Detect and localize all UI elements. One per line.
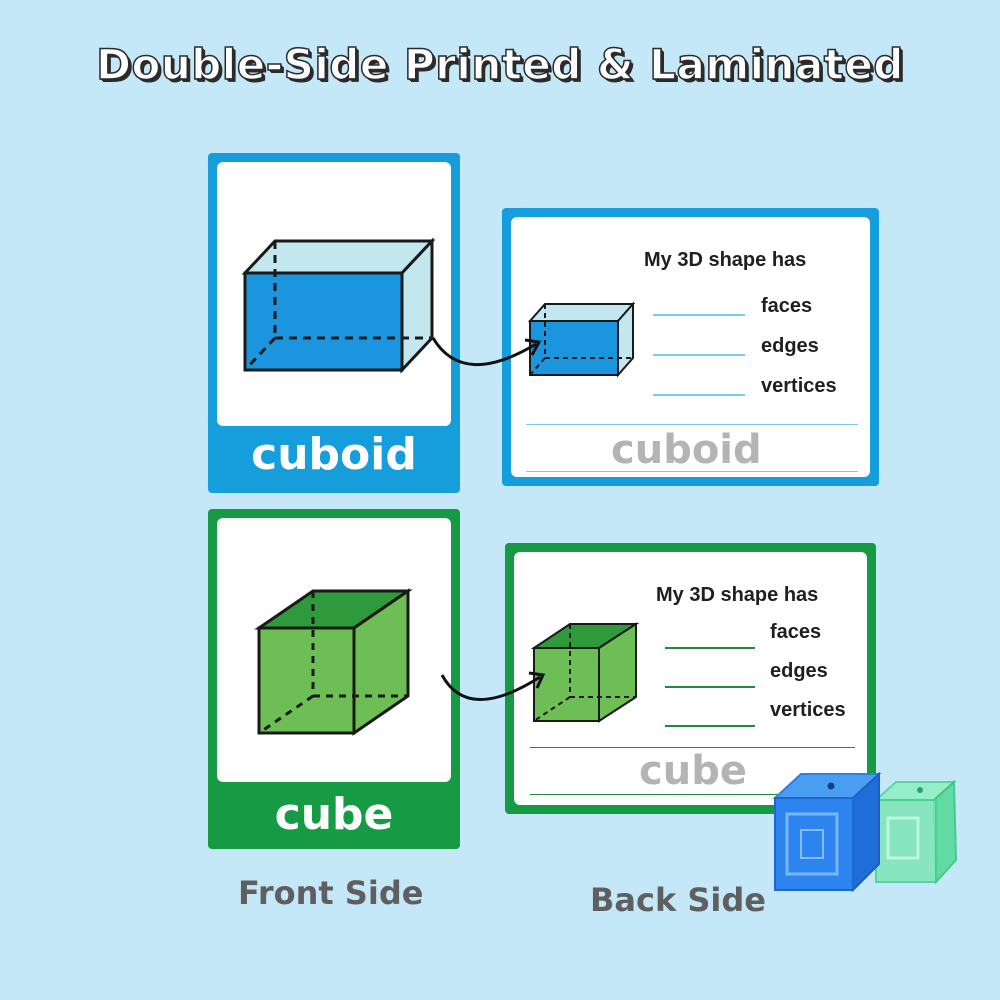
writing-top-line (526, 424, 858, 425)
vertices-label: vertices (770, 699, 846, 721)
cube-front-card: cube (208, 509, 460, 849)
edges-blank-line (665, 686, 755, 688)
vertices-blank-line (653, 394, 745, 396)
cube-trace-word: cube (639, 748, 747, 794)
writing-bottom-line (530, 794, 855, 795)
faces-label: faces (761, 295, 813, 317)
edges-blank-line (653, 354, 745, 356)
cuboid-trace-word: cuboid (611, 427, 762, 473)
page-title: Double-Side Printed & Laminated (95, 39, 904, 90)
cube-back-card: My 3D shape has faces edges vertices cub… (505, 543, 876, 814)
cuboid-icon (527, 301, 636, 378)
writing-bottom-line (526, 471, 858, 472)
cuboid-icon (241, 237, 436, 374)
cube-icon (254, 588, 413, 736)
faces-blank-line (665, 647, 755, 649)
front-side-caption: Front Side (238, 874, 424, 912)
curved-arrow-icon (431, 337, 542, 366)
faces-label: faces (770, 621, 822, 643)
vertices-blank-line (665, 725, 755, 727)
vertices-label: vertices (761, 375, 837, 397)
faces-blank-line (653, 314, 745, 316)
back-side-caption: Back Side (590, 881, 766, 919)
cube-front-label: cube (274, 789, 394, 840)
edges-label: edges (761, 335, 819, 357)
cuboid-back-heading: My 3D shape has (644, 249, 807, 271)
clear-cube-toy-icon (873, 779, 958, 885)
cube-icon (530, 622, 640, 723)
cuboid-front-label: cuboid (251, 429, 417, 480)
edges-label: edges (770, 660, 828, 682)
cube-back-heading: My 3D shape has (656, 584, 819, 606)
clear-cube-toy-icon (772, 771, 882, 893)
curved-arrow-icon (440, 671, 546, 701)
writing-top-line (530, 747, 855, 748)
